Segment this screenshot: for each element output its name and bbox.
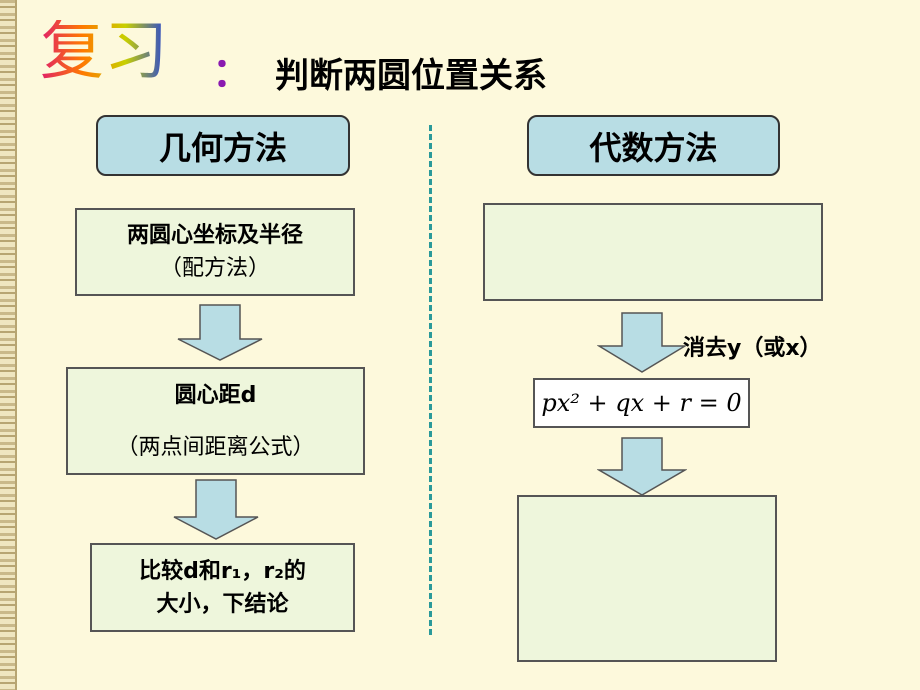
step-text: （配方法） (159, 256, 270, 281)
step-text: 圆心距d (174, 382, 257, 408)
equations-box (483, 203, 823, 301)
step-compare: 比较d和r₁，r₂的 大小，下结论 (90, 543, 355, 632)
review-heading: 复习 (40, 15, 168, 89)
title-colon: ： (212, 50, 252, 96)
discriminant-box (517, 495, 777, 662)
step-text: 大小，下结论 (156, 591, 289, 617)
step-center-distance: 圆心距d （两点间距离公式） (66, 367, 365, 475)
step-centers-radii: 两圆心坐标及半径 （配方法） (75, 208, 355, 296)
step-text: （两点间距离公式） (116, 434, 315, 460)
step-text: 比较d和r₁，r₂的 (139, 558, 306, 584)
algebraic-method-header: 代数方法 (527, 115, 780, 176)
page-title: 判断两圆位置关系 (275, 56, 547, 96)
geometric-method-header: 几何方法 (96, 115, 350, 176)
quadratic-equation: px² + qx + r = 0 (533, 378, 750, 428)
step-text: 两圆心坐标及半径 (126, 223, 303, 248)
down-arrow-icon (597, 437, 687, 496)
divider-line (429, 125, 432, 635)
down-arrow-icon (177, 304, 263, 361)
decorative-border (0, 0, 17, 690)
down-arrow-icon (173, 479, 259, 540)
eliminate-label: 消去y（或x） (683, 336, 822, 361)
down-arrow-icon (597, 312, 687, 373)
